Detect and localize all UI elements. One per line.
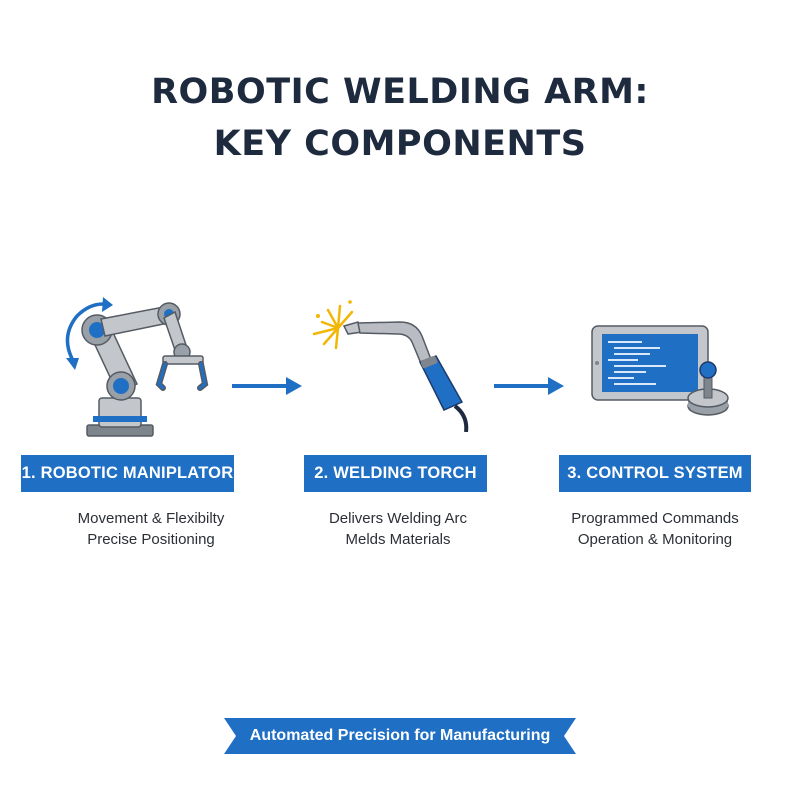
footer-banner-text: Automated Precision for Manufacturing [249,727,551,744]
description-line: Operation & Monitoring [577,531,733,548]
footer-banner: Automated Precision for Manufacturing [224,718,576,754]
component-description: Movement & Flexibilty Precise Positionin… [21,508,281,550]
ribbon-shape [224,718,576,754]
flow-arrow-icon [494,377,564,395]
description-line: Delivers Welding Arc [328,510,468,527]
page-title: ROBOTIC WELDING ARM: KEY COMPONENTS [0,66,800,170]
title-line-1: ROBOTIC WELDING ARM: [151,72,649,112]
welding-torch-icon [312,300,469,432]
control-system-icon [591,325,729,416]
component-label-welding-torch: 2. WELDING TORCH [304,455,487,492]
description-line: Precise Positioning [87,531,215,548]
title-line-2: KEY COMPONENTS [213,124,587,164]
component-description: Delivers Welding Arc Melds Materials [268,508,528,550]
component-description: Programmed Commands Operation & Monitori… [525,508,785,550]
component-label-robotic-manipulator: 1. ROBOTIC MANIPLATOR [21,455,234,492]
component-label-control-system: 3. CONTROL SYSTEM [559,455,751,492]
flow-arrow-icon [232,377,302,395]
description-line: Programmed Commands [571,510,739,527]
robotic-arm-icon [65,297,209,437]
description-line: Movement & Flexibilty [77,510,225,527]
description-line: Melds Materials [345,531,451,548]
